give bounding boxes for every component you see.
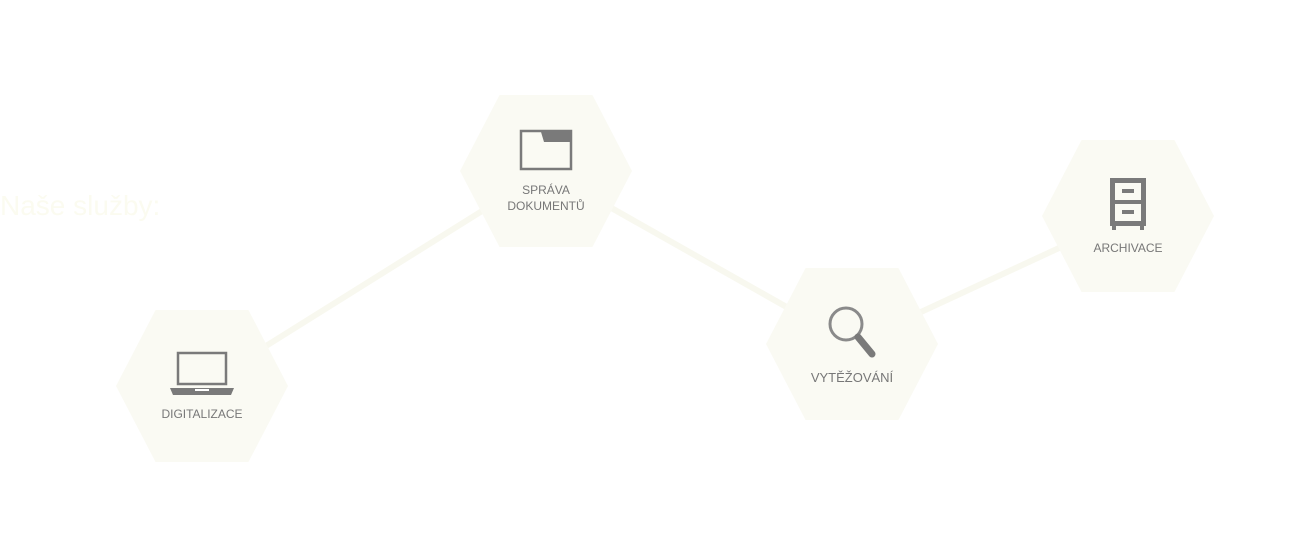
service-sprava-dokumentu[interactable]: Správa dokumentů xyxy=(460,95,632,247)
services-heading: Naše služby: xyxy=(0,190,161,221)
cabinet-icon xyxy=(1110,178,1146,230)
service-label: Vytěžování xyxy=(810,370,894,385)
service-digitalizace[interactable]: Digitalizace xyxy=(116,310,288,462)
service-label: Digitalizace xyxy=(161,407,243,421)
laptop-icon xyxy=(170,351,234,395)
service-vytezovani[interactable]: Vytěžování xyxy=(766,268,938,420)
magnifier-icon xyxy=(828,306,876,358)
service-label: Archivace xyxy=(1093,241,1163,255)
folder-icon xyxy=(519,129,573,171)
service-label: Správa dokumentů xyxy=(507,183,585,213)
service-archivace[interactable]: Archivace xyxy=(1042,140,1214,292)
